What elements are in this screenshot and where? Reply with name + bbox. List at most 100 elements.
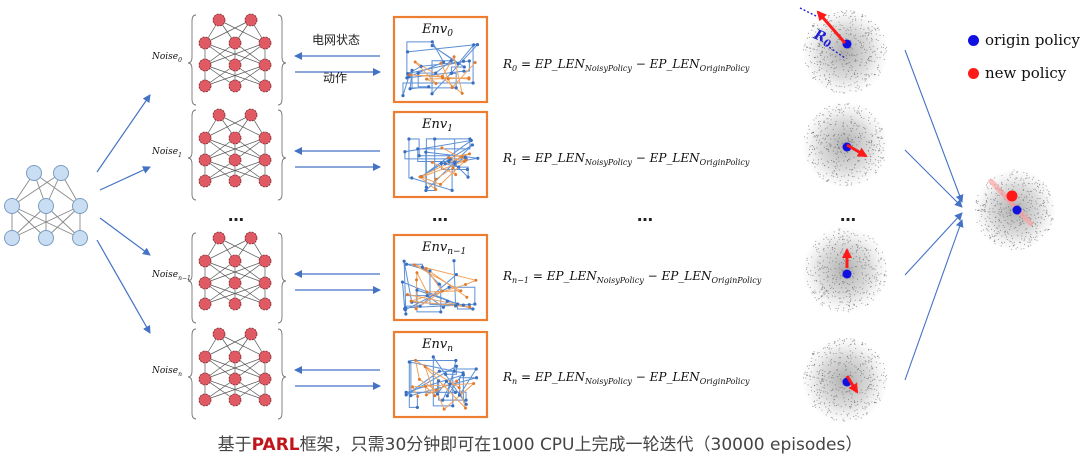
cloud-point (1002, 225, 1004, 227)
noise-net-edge (204, 64, 266, 87)
cloud-point (815, 240, 817, 242)
cloud-point (1032, 221, 1035, 223)
cloud-point (853, 35, 855, 37)
cloud-point (857, 291, 859, 293)
cloud-point (832, 60, 834, 62)
cloud-point (824, 107, 826, 110)
cloud-point (1031, 183, 1033, 185)
cloud-point (830, 352, 832, 354)
cloud-point (860, 389, 862, 391)
cloud-point (1022, 189, 1025, 191)
cloud-point (827, 161, 829, 163)
cloud-point (813, 149, 815, 151)
cloud-point (819, 134, 821, 136)
cloud-point (875, 398, 877, 400)
cloud-point (858, 160, 860, 162)
cloud-point (821, 152, 823, 154)
cloud-point (817, 261, 819, 263)
cloud-point (880, 379, 882, 381)
cloud-point (847, 184, 849, 186)
cloud-point (853, 175, 855, 178)
radius-annotation: R0 (799, 7, 846, 59)
cloud-point (840, 251, 843, 253)
cloud-point (1016, 177, 1018, 179)
cloud-point (835, 308, 837, 310)
cloud-point (824, 59, 826, 61)
grid-bus-orange (450, 86, 454, 90)
cloud-point (872, 299, 874, 301)
cloud-point (848, 34, 850, 36)
cloud-point (863, 363, 865, 365)
cloud-point (861, 406, 863, 408)
net-edge (11, 205, 81, 239)
grid-bus-orange (434, 388, 438, 392)
cloud-point (875, 146, 877, 148)
cloud-point (879, 362, 881, 365)
cloud-point (1039, 222, 1041, 224)
cloud-point (842, 281, 844, 283)
cloud-point (860, 372, 862, 375)
cloud-point (874, 170, 877, 172)
cloud-point (863, 35, 865, 37)
cloud-point (810, 386, 812, 388)
cloud-point (861, 175, 863, 177)
cloud-point (812, 274, 814, 276)
cloud-point (1038, 216, 1040, 219)
cloud-point (880, 51, 883, 53)
cloud-point (883, 54, 885, 56)
cloud-point (815, 78, 817, 80)
cloud-point (1026, 228, 1028, 230)
cloud-point (1019, 241, 1021, 243)
cloud-point (863, 356, 865, 358)
cloud-point (833, 91, 835, 93)
cloud-point (1004, 232, 1006, 234)
cloud-point (828, 80, 830, 82)
cloud-point (811, 390, 813, 392)
cloud-point (1000, 221, 1002, 223)
cloud-point (985, 211, 987, 213)
cloud-point (828, 408, 830, 410)
update-arrow (846, 143, 868, 158)
cloud-point (878, 274, 880, 276)
cloud-point (851, 404, 853, 406)
cloud-point (829, 257, 831, 259)
cloud-point (879, 71, 881, 73)
noise-net-node (244, 13, 258, 27)
cloud-point (853, 167, 856, 169)
cloud-point (878, 288, 880, 290)
cloud-point (1037, 183, 1039, 185)
cloud-point (985, 228, 987, 230)
cloud-point (870, 113, 872, 115)
cloud-point (862, 267, 864, 269)
cloud-point (822, 283, 824, 285)
cloud-point (871, 163, 873, 165)
cloud-point (1023, 239, 1025, 241)
cloud-point (821, 378, 823, 380)
cloud-point (818, 115, 820, 117)
cloud-point (830, 55, 832, 57)
grid-bus (457, 393, 462, 397)
cloud-point (829, 287, 832, 290)
cloud-point (821, 287, 824, 289)
cloud-point (992, 211, 994, 213)
cloud-point (826, 253, 828, 255)
cloud-point (853, 415, 855, 417)
cloud-point (979, 205, 981, 207)
cloud-point (1010, 249, 1012, 251)
cloud-point (813, 73, 815, 75)
cloud-point (828, 348, 830, 350)
caption-prefix: 基于 (217, 435, 252, 455)
cloud-point (831, 286, 833, 288)
cloud-point (1033, 188, 1035, 190)
cloud-point (848, 61, 851, 63)
cloud-point (814, 71, 816, 73)
grid-bus-orange (425, 77, 429, 81)
cloud-point (873, 277, 875, 279)
grid-bus (435, 392, 440, 396)
cloud-point (818, 61, 820, 63)
cloud-point (876, 385, 878, 387)
cloud-point (865, 173, 867, 175)
cloud-point (868, 282, 870, 284)
grid-bus (467, 303, 471, 307)
cloud-point (1019, 219, 1021, 221)
